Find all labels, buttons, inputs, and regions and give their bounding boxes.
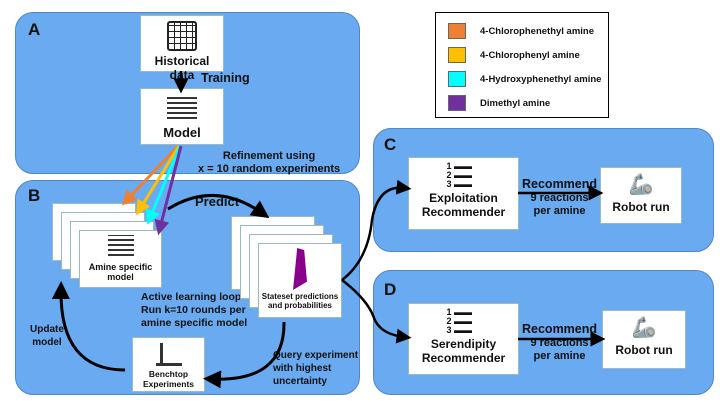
flask-icon [155, 343, 182, 366]
ranked-list-icon: 1 ▬▬2 ▬▬3 ▬▬ [446, 307, 473, 335]
refine-arrow-cyan [145, 145, 182, 225]
legend-item: 4-Chlorophenethyl amine [448, 23, 594, 39]
to-c-arrow [341, 179, 412, 281]
legend-item: 4-Chlorophenyl amine [448, 47, 580, 63]
robot-run-box: 🦾 Robot run [602, 310, 686, 369]
refine-arrow-yellow [136, 145, 181, 216]
3d-plot-icon [293, 248, 307, 290]
panel-label-a: A [28, 20, 41, 39]
legend-item: Dimethyl amine [448, 95, 550, 111]
query-arrow [203, 321, 286, 389]
update-arrow [51, 281, 126, 372]
robot-arm-icon: 🦾 [631, 317, 657, 339]
robot-run-box: 🦾 Robot run [600, 167, 682, 224]
table-icon [167, 21, 197, 51]
legend-item: 4-Hydroxyphenethyl amine [448, 71, 601, 87]
predict-arrow [167, 193, 270, 219]
model-box: Model [140, 88, 224, 145]
panel-label-b: B [28, 186, 41, 205]
panel-label-d: D [384, 280, 397, 299]
training-label: Training [201, 71, 250, 85]
refine-arrow-purple [154, 145, 183, 236]
panel-label-c: C [384, 135, 397, 154]
robot-arm-icon: 🦾 [628, 174, 654, 196]
legend: 4-Chlorophenethyl amine 4-Chlorophenyl a… [435, 12, 609, 118]
historical-data-box: Historical data [140, 15, 224, 82]
neural-network-icon [167, 94, 197, 122]
to-d-arrow [341, 279, 412, 344]
refine-arrow-orange [121, 144, 180, 206]
neural-network-icon [107, 235, 134, 259]
ranked-list-icon: 1 ▬▬2 ▬▬3 ▬▬ [446, 161, 473, 189]
